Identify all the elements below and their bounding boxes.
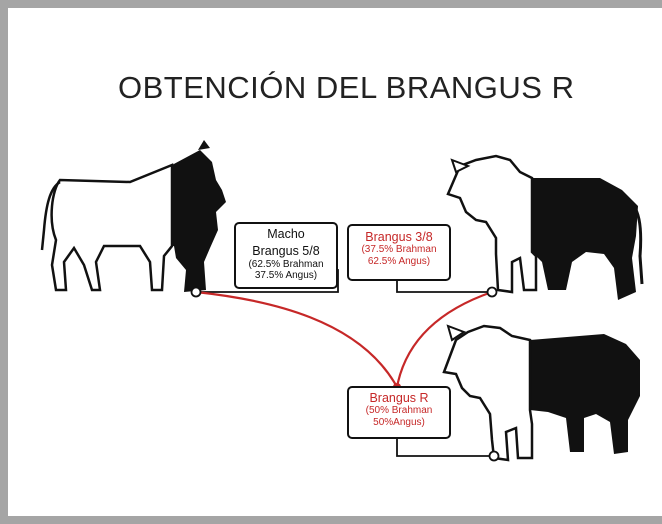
- label-macho-brangus-5-8: Macho Brangus 5/8 (62.5% Brahman 37.5% A…: [234, 222, 338, 289]
- bull-brangus-5-8: [40, 140, 226, 292]
- b38-line2: (37.5% Brahman: [361, 244, 437, 256]
- endpoint-left: [190, 286, 202, 298]
- macho-line1: Macho: [267, 227, 305, 241]
- macho-line2: Brangus 5/8: [252, 244, 320, 259]
- br-line1: Brangus R: [369, 391, 429, 405]
- b38-line3: 62.5% Angus): [367, 255, 431, 267]
- calf-brangus-r: [442, 324, 640, 462]
- cow-brangus-3-8: [446, 154, 644, 300]
- cross-line-right: [395, 290, 493, 388]
- b38-line1: Brangus 3/8: [365, 230, 433, 244]
- label-brangus-3-8: Brangus 3/8 (37.5% Brahman 62.5% Angus): [347, 224, 451, 281]
- br-line2: (50% Brahman: [365, 405, 433, 417]
- diagram-title: OBTENCIÓN DEL BRANGUS R: [118, 70, 575, 105]
- endpoint-right: [486, 286, 498, 298]
- cross-line-left: [195, 290, 398, 388]
- label-brangus-r: Brangus R (50% Brahman 50%Angus): [347, 386, 451, 439]
- macho-line3: (62.5% Brahman: [248, 258, 324, 270]
- leader-brangus-r: [396, 435, 494, 457]
- leader-brangus-3-8: [396, 277, 492, 293]
- br-line3: 50%Angus): [373, 416, 425, 428]
- endpoint-bottom: [488, 450, 500, 462]
- macho-line4: 37.5% Angus): [254, 270, 318, 282]
